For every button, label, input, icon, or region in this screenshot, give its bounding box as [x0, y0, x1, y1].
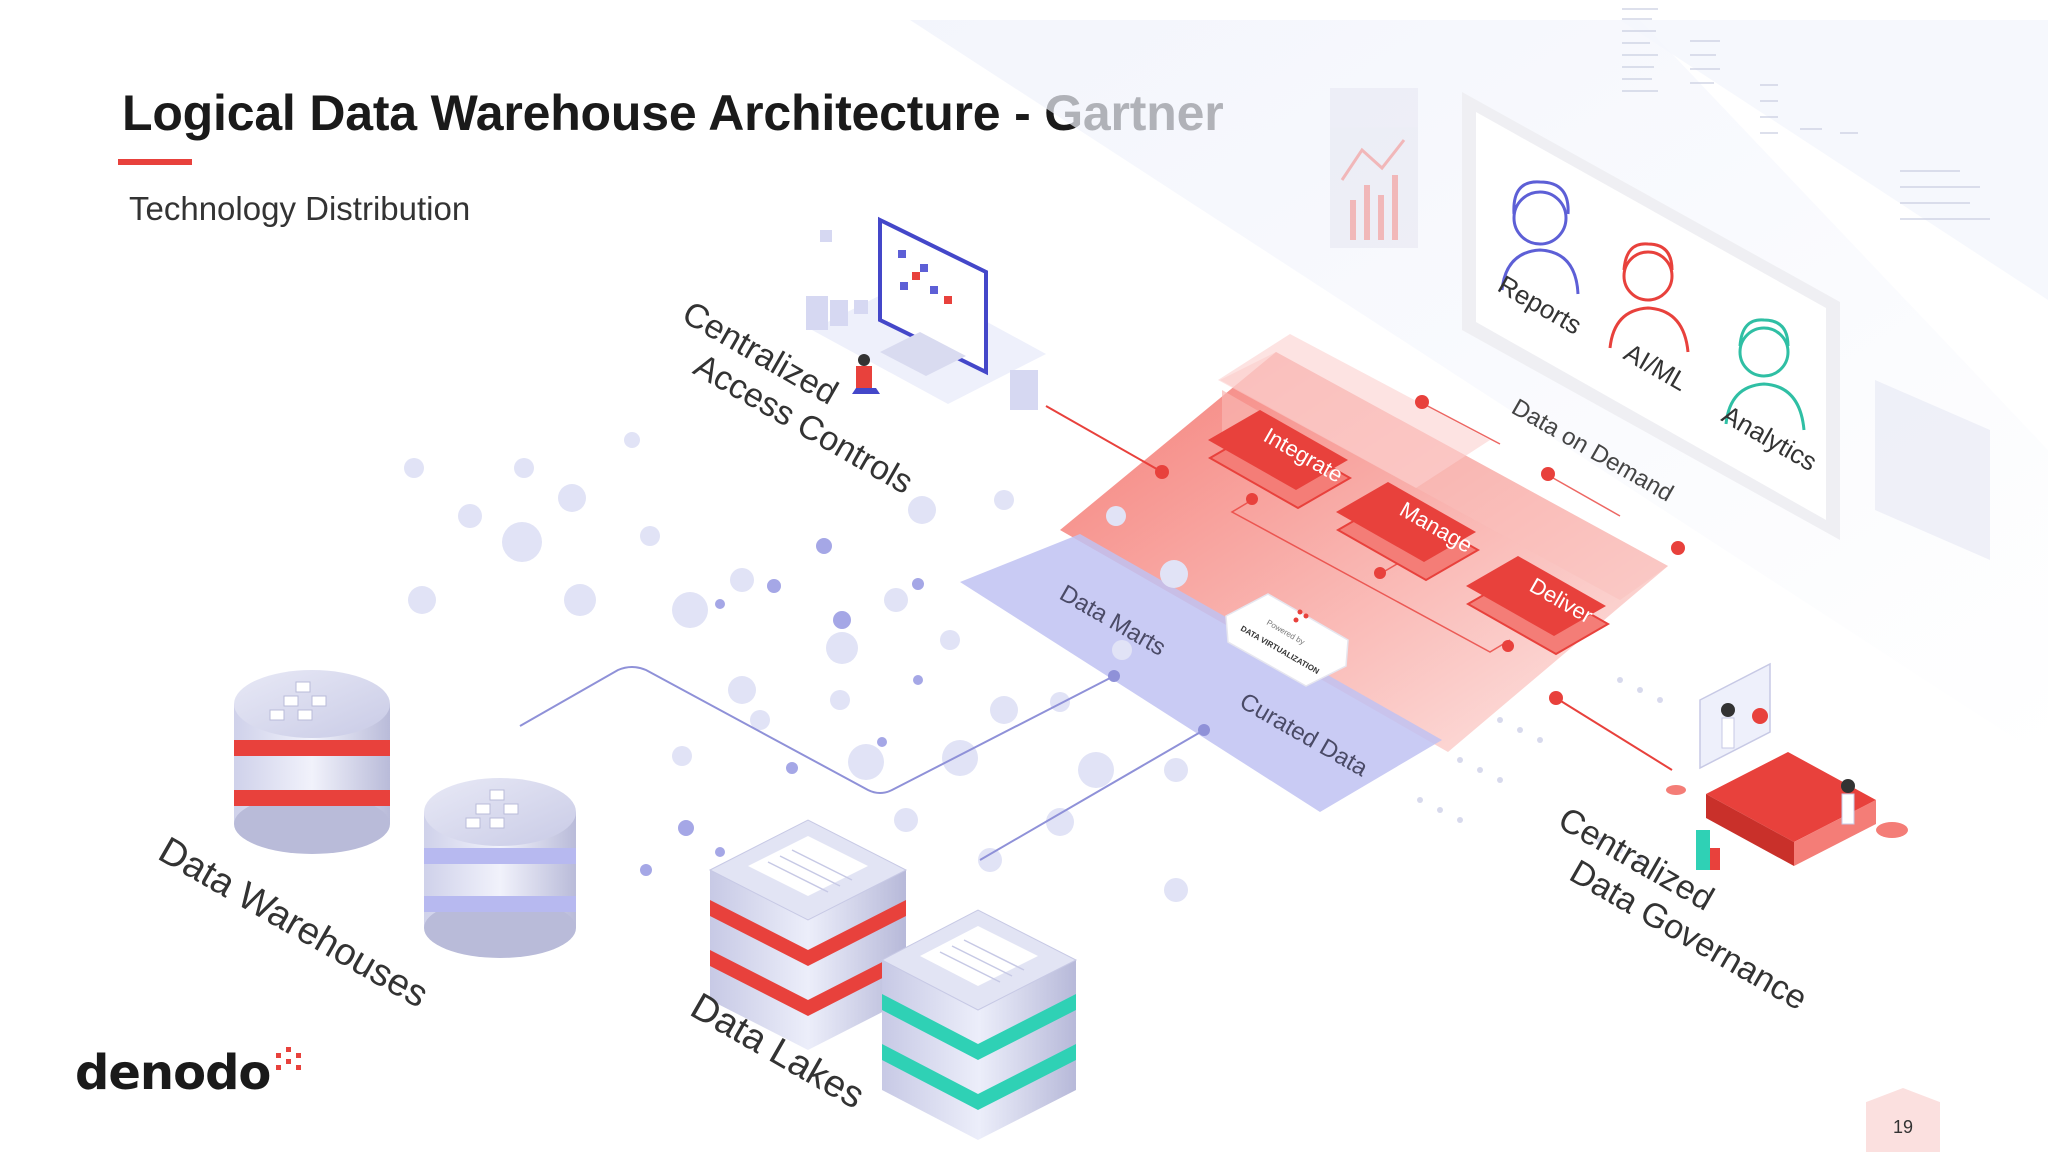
logo-text: denodo — [75, 1045, 271, 1101]
warehouse-cylinder-1 — [234, 670, 390, 854]
warehouses-label: Data Warehouses — [152, 829, 436, 1016]
scatter-dots — [404, 432, 1188, 902]
access-connector — [1045, 405, 1163, 473]
source-connectors — [519, 666, 1205, 861]
integrate-block — [1207, 390, 1353, 510]
governance-illustration — [1417, 662, 1908, 870]
scatter-dots-dark — [640, 538, 924, 876]
logo-dots-icon — [276, 1047, 302, 1070]
page-number: 19 — [1866, 1088, 1940, 1152]
access-controls-illustration — [806, 216, 1046, 410]
slide-subtitle: Technology Distribution — [129, 190, 471, 227]
faint-chart-icon — [1330, 88, 1418, 248]
analytics-user-icon — [1724, 318, 1806, 431]
aiml-user-icon — [1608, 242, 1690, 353]
background-panel — [910, 20, 2048, 760]
consumer-screen — [1462, 92, 1840, 540]
virtualization-layer — [1060, 334, 1668, 752]
lake-box-1 — [708, 819, 908, 1050]
deliver-block — [1465, 556, 1611, 656]
data-marts-layer — [960, 534, 1442, 812]
warehouse-cylinder-2 — [424, 778, 576, 958]
title-underline — [118, 159, 192, 165]
reports-user-icon — [1500, 180, 1580, 295]
marts-node — [1108, 670, 1120, 682]
background-panel-right — [1620, 20, 2048, 300]
lake-box-2 — [880, 909, 1078, 1140]
denodo-logo: denodo — [75, 1045, 306, 1101]
governance-connector — [1555, 697, 1673, 771]
data-virtualization-badge: Powered by DATA VIRTUALIZATION — [1225, 593, 1349, 687]
faint-side-screen — [1875, 380, 1990, 560]
faint-text-columns — [1622, 8, 1990, 220]
curated-node — [1198, 724, 1210, 736]
manage-block — [1335, 482, 1481, 582]
plate-dots — [1155, 395, 1685, 705]
